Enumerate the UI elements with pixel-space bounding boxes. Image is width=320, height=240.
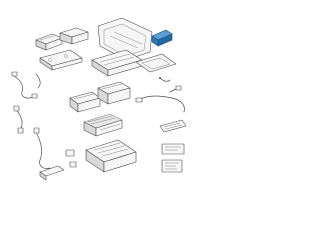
wiring-harness-lower[interactable] [13, 105, 51, 169]
info-label[interactable] [161, 159, 183, 173]
exploded-parts-diagram [11, 17, 187, 181]
bottom-bracket[interactable] [39, 165, 65, 181]
wiring-harness-right[interactable] [135, 77, 185, 113]
battery-top-cover[interactable] [97, 17, 153, 61]
battery-lower-tray[interactable] [85, 139, 137, 173]
control-module[interactable] [151, 29, 173, 47]
mounting-plate[interactable] [39, 49, 83, 71]
junction-cover[interactable] [59, 27, 89, 45]
label-plate[interactable] [159, 119, 187, 133]
housing-frame[interactable] [135, 53, 177, 73]
sensor-clip[interactable] [65, 149, 77, 168]
battery-module-center[interactable] [97, 81, 131, 105]
wiring-harness-upper[interactable] [11, 71, 41, 99]
connector-block[interactable] [35, 33, 63, 51]
cell-stack[interactable] [83, 113, 123, 137]
warning-label[interactable] [161, 143, 185, 155]
battery-module-left[interactable] [69, 91, 101, 113]
